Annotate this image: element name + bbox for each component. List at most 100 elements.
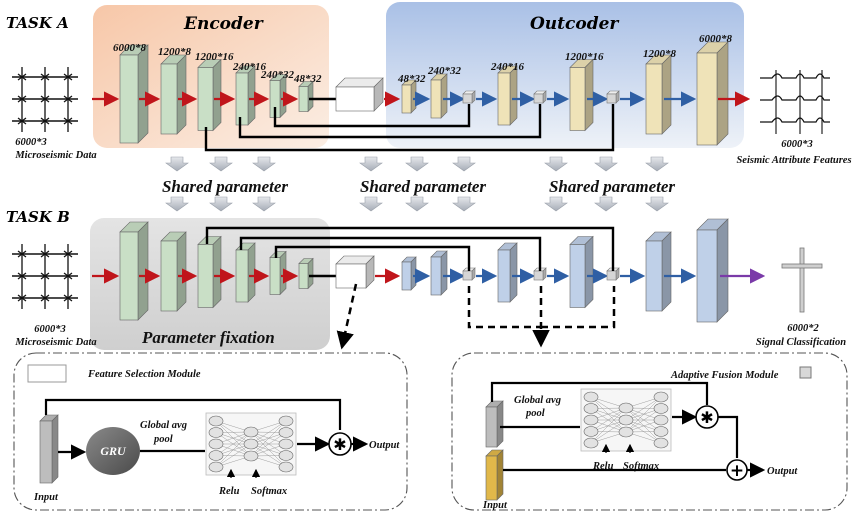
outcoder-block-1 xyxy=(401,79,417,114)
fsm-title: Feature Selection Module xyxy=(87,369,201,380)
outcoder-dim-2: 240*32 xyxy=(427,65,462,77)
task-b-decoder-block-2 xyxy=(430,250,448,296)
task-b-input-dim: 6000*3 xyxy=(34,324,66,335)
fsm-input-label: Input xyxy=(33,492,59,503)
fsm-mlp xyxy=(205,412,297,476)
shared-down-arrow-11 xyxy=(452,156,476,172)
shared-down-arrow-1 xyxy=(165,156,189,172)
outcoder-dim-4: 1200*16 xyxy=(565,51,604,63)
microseismic-input-a-icon xyxy=(12,67,78,132)
afm-softmax: Softmax xyxy=(623,461,659,472)
afm-box xyxy=(451,352,848,511)
afm-pool-2: pool xyxy=(525,408,545,419)
task-a-input-dim: 6000*3 xyxy=(15,137,47,148)
feature-selection-block-b xyxy=(335,255,375,289)
afm-input-label: Input xyxy=(482,500,508,511)
encoder-dim-4: 240*16 xyxy=(232,61,267,73)
encoder-block-3 xyxy=(197,58,222,132)
shared-down-arrow-9 xyxy=(405,156,429,172)
shared-down-arrow-6 xyxy=(252,196,276,212)
afm-dashed-connector xyxy=(467,286,541,329)
shared-down-arrow-4 xyxy=(209,196,233,212)
afm-add-symbol: + xyxy=(730,461,744,481)
fsm-softmax: Softmax xyxy=(251,486,287,497)
afm-dashed-connector-r xyxy=(541,286,616,329)
afm-pool-1: Global avg xyxy=(514,395,561,406)
skip-b-1 xyxy=(274,245,471,271)
afm-mul-down xyxy=(718,415,739,458)
fsm-relu: Relu xyxy=(218,486,240,497)
fsm-pool-1: Global avg xyxy=(140,420,187,431)
encoder-dim-1: 6000*8 xyxy=(113,42,147,54)
outcoder-title: Outcoder xyxy=(530,14,619,34)
task-b-decoder-block-4 xyxy=(569,235,594,309)
encoder-block-6 xyxy=(298,80,314,113)
fsm-box xyxy=(13,352,408,511)
afm-top-skip xyxy=(490,381,709,405)
fsm-pool-2: pool xyxy=(153,434,173,445)
afm-output: Output xyxy=(767,466,798,477)
skip-b-3 xyxy=(205,226,615,271)
fsm-top-skip xyxy=(44,398,342,430)
outcoder-block-5 xyxy=(645,54,672,135)
shared-down-arrow-18 xyxy=(645,196,669,212)
fsm-dashed-connector xyxy=(336,283,358,350)
task-b-decoder-block-6 xyxy=(696,218,729,323)
seismic-attribute-icon xyxy=(760,70,830,134)
afm-title: Adaptive Fusion Module xyxy=(670,370,779,381)
task-b-label: TASK B xyxy=(6,208,70,226)
skip-a-1 xyxy=(273,104,471,128)
fusion-cube-b-1 xyxy=(462,267,476,281)
task-a-output-dim: 6000*3 xyxy=(781,139,813,150)
shared-down-arrow-16 xyxy=(594,196,618,212)
shared-parameter-label-2: Shared parameter xyxy=(360,177,486,196)
shared-parameter-label-1: Shared parameter xyxy=(162,177,288,196)
skip-a-3 xyxy=(204,104,615,152)
task-b-output-label: Signal Classification xyxy=(756,337,846,348)
task-a-label: TASK A xyxy=(6,14,69,32)
task-a-input-label: Microseismic Data xyxy=(14,150,96,161)
task-b-decoder-block-3 xyxy=(497,242,518,303)
outcoder-block-4 xyxy=(569,58,594,132)
shared-parameter-label-3: Shared parameter xyxy=(549,177,675,196)
task-a-output-label: Seismic Attribute Features xyxy=(736,155,851,166)
task-b-network xyxy=(92,218,766,323)
shared-down-arrow-14 xyxy=(544,196,568,212)
fusion-cube-b-3 xyxy=(606,267,620,281)
shared-down-arrow-10 xyxy=(405,196,429,212)
signal-class-icon xyxy=(781,247,823,313)
outcoder-dim-5: 1200*8 xyxy=(643,48,677,60)
afm-multiply-symbol: ✱ xyxy=(700,408,713,427)
skip-a-2 xyxy=(238,104,542,139)
fusion-cube-a-1 xyxy=(462,90,476,104)
task-b-encoder-block-5 xyxy=(269,250,287,296)
shared-down-arrow-7 xyxy=(359,156,383,172)
shared-down-arrow-2 xyxy=(165,196,189,212)
shared-down-arrow-5 xyxy=(252,156,276,172)
shared-down-arrow-12 xyxy=(452,196,476,212)
outcoder-dim-6: 6000*8 xyxy=(699,33,733,45)
fsm-legend-box xyxy=(27,364,67,383)
outcoder-block-6 xyxy=(696,41,729,146)
shared-parameter-arrows xyxy=(165,156,669,212)
shared-down-arrow-13 xyxy=(544,156,568,172)
shared-down-arrow-8 xyxy=(359,196,383,212)
afm-input-block-1 xyxy=(485,400,504,448)
fixation-label: Parameter fixation xyxy=(141,328,275,347)
encoder-title: Encoder xyxy=(183,14,264,34)
outcoder-dim-1: 48*32 xyxy=(397,73,426,85)
task-b-output-dim: 6000*2 xyxy=(787,323,819,334)
gru-node xyxy=(86,427,140,475)
encoder-dim-5: 240*32 xyxy=(260,69,295,81)
task-b-encoder-block-4 xyxy=(235,242,256,303)
outcoder-dim-3: 240*16 xyxy=(490,61,525,73)
task-b-decoder-block-5 xyxy=(645,231,672,312)
gru-label: GRU xyxy=(100,444,127,458)
shared-down-arrow-17 xyxy=(645,156,669,172)
afm-mlp xyxy=(580,388,672,452)
shared-down-arrow-3 xyxy=(209,156,233,172)
